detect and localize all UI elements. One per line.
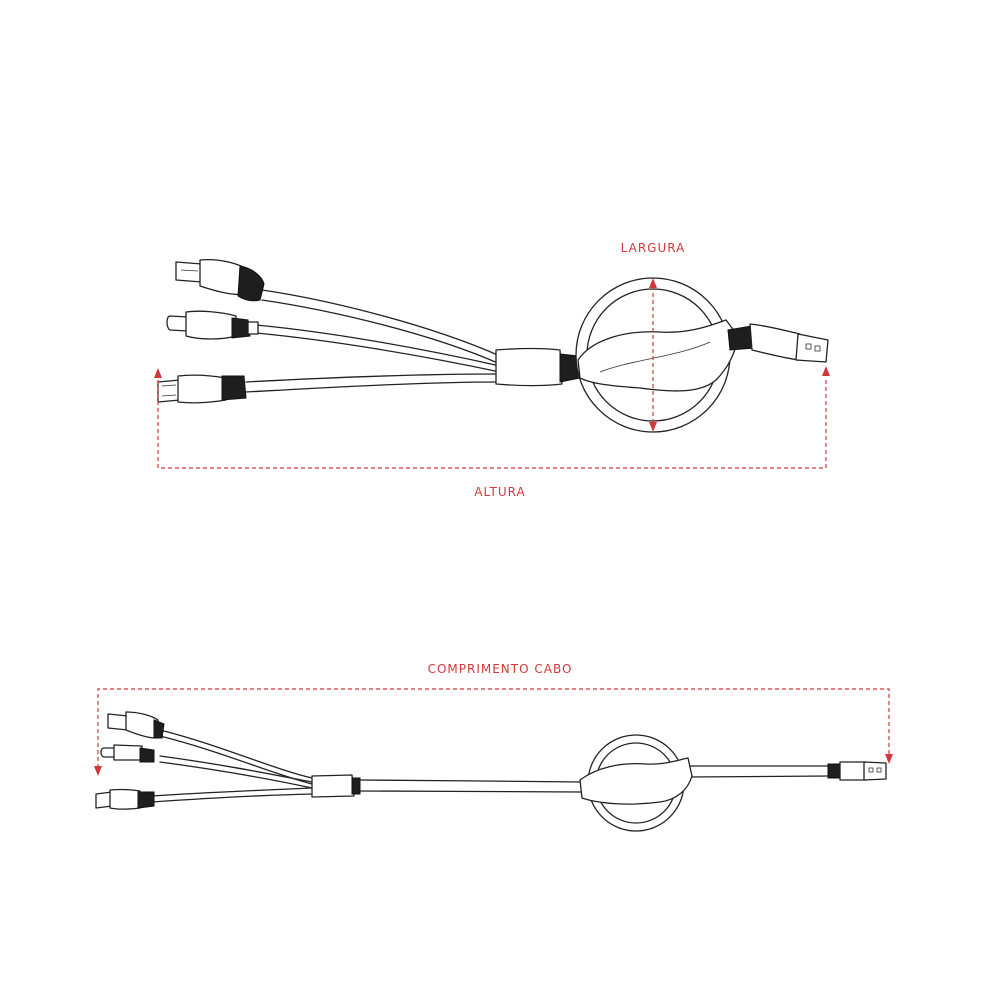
usb-a-connector <box>727 323 829 363</box>
retractable-reel <box>575 277 739 433</box>
extended-main-cable <box>359 779 583 793</box>
extended-lightning-connector <box>107 711 165 739</box>
width-label: LARGURA <box>620 241 686 255</box>
extended-usb-c-connector <box>100 744 155 763</box>
extended-retractable-reel <box>579 734 693 832</box>
extended-lightning-strand <box>159 729 313 785</box>
bottom-view-cable <box>95 711 887 832</box>
height-label: ALTURA <box>474 485 526 499</box>
extended-micro-usb-connector <box>95 788 155 810</box>
extended-usb-a-connector <box>827 761 887 781</box>
extended-usbc-strand <box>159 755 313 789</box>
usb-c-connector <box>166 310 259 340</box>
lightning-connector <box>175 258 265 302</box>
extended-splitter-sleeve <box>311 774 355 798</box>
cable-length-dimension-line <box>94 688 893 776</box>
extended-main-cable-tail <box>685 765 831 778</box>
extended-micro-usb-strand <box>151 787 313 803</box>
usbc-cable-strand <box>255 324 501 373</box>
extended-splitter-collar <box>351 777 361 795</box>
lightning-cable-strand <box>261 289 501 365</box>
height-dimension-line <box>154 366 830 469</box>
top-view-cable <box>157 258 829 433</box>
micro-usb-cable-strand <box>245 373 501 393</box>
cable-length-label: COMPRIMENTO CABO <box>427 662 573 676</box>
cable-splitter-sleeve <box>495 347 563 387</box>
micro-usb-connector <box>157 374 247 404</box>
width-dimension-line <box>649 278 657 432</box>
